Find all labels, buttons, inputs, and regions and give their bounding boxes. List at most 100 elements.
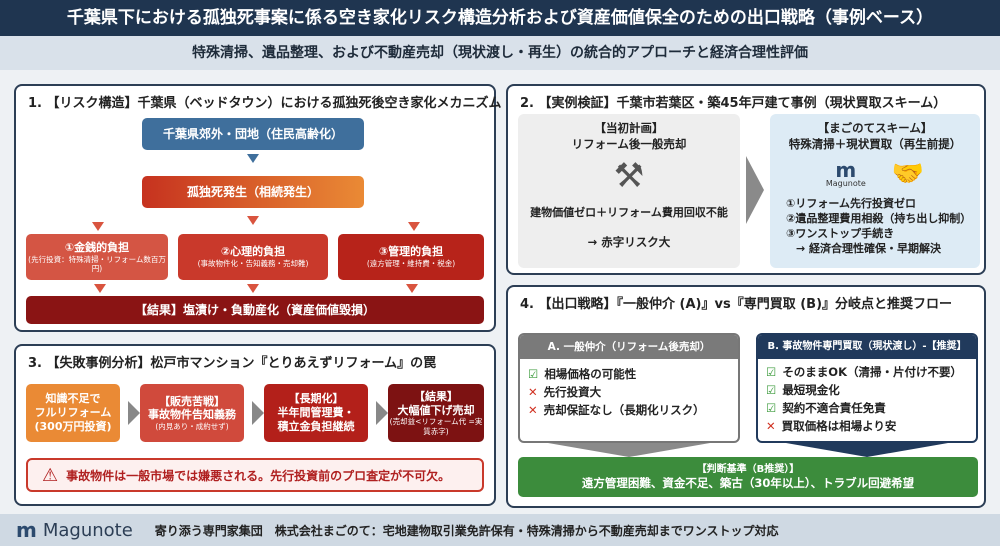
option-item: ✕ 買取価格は相場より安 xyxy=(766,417,968,435)
arrow-down-icon xyxy=(247,154,259,163)
step-box: 【販売苦戦】事故物件告知義務(内見あり・成約せず) xyxy=(140,384,244,442)
arrow-down-icon xyxy=(247,216,259,225)
option-item-text: そのままOK（清掃・片付け不要） xyxy=(782,365,962,379)
suburb-box: 千葉県郊外・団地（住民高齢化） xyxy=(142,118,364,150)
option-item: ☑ 相場価格の可能性 xyxy=(528,365,730,383)
footer-brand: Magunote xyxy=(42,519,133,541)
section-title: 4. 【出口戦略】『一般仲介 (A)』vs『専門買取 (B)』分岐点と推奨フロー xyxy=(520,297,953,312)
arrow-right-icon xyxy=(376,401,388,425)
warning-icon: ⚠ xyxy=(42,464,59,486)
option-a-list: ☑ 相場価格の可能性 ✕ 先行投資大 ✕ 売却保証なし（長期化リスク） xyxy=(520,359,738,425)
section-risk-structure: 1. 【リスク構造】千葉県（ベッドタウン）における孤独死後空き家化メカニズム 千… xyxy=(14,84,502,332)
burden-detail: (遠方管理・維持費・税金) xyxy=(366,259,456,269)
arrow-right-icon xyxy=(128,401,140,425)
option-a-card: A. 一般仲介（リフォーム後売却） ☑ 相場価格の可能性 ✕ 先行投資大 ✕ 売却保証なし… xyxy=(518,333,740,443)
footer: m Magunote 寄り添う専門家集団 株式会社まごのて：宅地建物取引業免許保… xyxy=(0,514,1000,546)
tools-icon: ⚒ xyxy=(613,156,645,196)
step-box: 【長期化】半年間管理費・積立金負担継続 xyxy=(264,384,368,442)
step-box: 【結果】大幅値下げ売却(売却益<リフォーム代 =実質赤字) xyxy=(388,384,484,442)
step-detail: (内見あり・成約せず) xyxy=(155,422,229,432)
criteria-box: 【判断基準（B推奨）】 遠方管理困難、資金不足、築古（30年以上）、トラブル回避… xyxy=(518,457,978,497)
arrow-down-icon xyxy=(94,284,106,293)
card-heading: 【まごのてスキーム】 xyxy=(817,121,933,135)
arrow-down-icon xyxy=(406,284,418,293)
burden-label: ③管理的負担 xyxy=(378,245,444,259)
burden-management: ③管理的負担(遠方管理・維持費・税金) xyxy=(338,234,484,280)
step-line: 大幅値下げ売却 xyxy=(397,403,475,417)
check-icon: ☑ xyxy=(766,401,777,415)
option-title: A. 一般仲介（リフォーム後売却） xyxy=(520,335,738,359)
option-item: ☑ そのままOK（清掃・片付け不要） xyxy=(766,363,968,381)
option-item-text: 買取価格は相場より安 xyxy=(781,419,897,433)
step-line: 事故物件告知義務 xyxy=(148,408,236,422)
section-failure-case: 3. 【失敗事例分析】松戸市マンション『とりあえずリフォーム』の罠 知識不足でフ… xyxy=(14,344,496,506)
section-title: 3. 【失敗事例分析】松戸市マンション『とりあえずリフォーム』の罠 xyxy=(28,356,437,371)
option-title: B. 事故物件専門買取（現状渡し）-【推奨】 xyxy=(758,335,976,359)
option-item: ✕ 売却保証なし（長期化リスク） xyxy=(528,401,730,419)
cross-icon: ✕ xyxy=(766,419,776,433)
arrow-down-icon xyxy=(408,222,420,231)
handshake-icon: 🤝 xyxy=(891,159,925,189)
criteria-title: 【判断基準（B推奨）】 xyxy=(696,463,800,475)
warning-banner: ⚠ 事故物件は一般市場では嫌悪される。先行投資前のプロ査定が不可欠。 xyxy=(26,458,484,492)
footer-text: 寄り添う専門家集団 株式会社まごのて：宅地建物取引業免許保有・特殊清掃から不動産… xyxy=(154,523,779,538)
option-item-text: 売却保証なし（長期化リスク） xyxy=(543,403,705,417)
scheme-point: ②遺品整理費用相殺（持ち出し抑制） xyxy=(786,212,972,225)
option-item-text: 先行投資大 xyxy=(543,385,602,399)
section-title: 2. 【実例検証】千葉市若葉区・築45年戸建て事例（現状買取スキーム） xyxy=(520,96,947,111)
section-title: 1. 【リスク構造】千葉県（ベッドタウン）における孤独死後空き家化メカニズム xyxy=(28,96,502,111)
card-heading: 特殊清掃＋現状買取（再生前提） xyxy=(788,137,962,151)
burden-detail: (事故物件化・告知義務・売却難) xyxy=(197,259,309,269)
check-icon: ☑ xyxy=(766,365,777,379)
card-note: 建物価値ゼロ＋リフォーム費用回収不能 xyxy=(530,206,728,219)
step-line: 半年間管理費・ xyxy=(277,406,355,420)
option-item: ☑ 最短現金化 xyxy=(766,381,968,399)
check-icon: ☑ xyxy=(766,383,777,397)
step-line: 【結果】 xyxy=(414,389,458,403)
burden-psychological: ②心理的負担(事故物件化・告知義務・売却難) xyxy=(178,234,328,280)
criteria-text: 遠方管理困難、資金不足、築古（30年以上）、トラブル回避希望 xyxy=(581,476,915,491)
burden-detail: (先行投資：特殊清掃・リフォーム数百万円) xyxy=(28,254,166,273)
step-line: 【販売苦戦】 xyxy=(159,394,225,408)
option-b-card: B. 事故物件専門買取（現状渡し）-【推奨】 ☑ そのままOK（清掃・片付け不要）… xyxy=(756,333,978,443)
arrow-down-icon xyxy=(548,443,710,457)
arrow-right-icon xyxy=(252,401,264,425)
page-title: 千葉県下における孤独死事案に係る空き家化リスク構造分析および資産価値保全のための… xyxy=(0,0,1000,36)
card-conclusion: → 経済合理性確保・早期解決 xyxy=(796,242,942,255)
check-icon: ☑ xyxy=(528,367,539,381)
magunote-logo-icon: m xyxy=(16,518,37,542)
step-line: (300万円投資) xyxy=(34,419,112,433)
page-subtitle: 特殊清掃、遺品整理、および不動産売却（現状渡し・再生）の統合的アプローチと経済合… xyxy=(0,36,1000,70)
burden-label: ②心理的負担 xyxy=(220,245,286,259)
section-case-study: 2. 【実例検証】千葉市若葉区・築45年戸建て事例（現状買取スキーム） 【当初計… xyxy=(506,84,986,275)
warning-text: 事故物件は一般市場では嫌悪される。先行投資前のプロ査定が不可欠。 xyxy=(66,468,451,483)
step-line: 【長期化】 xyxy=(288,392,344,406)
card-heading: リフォーム後一般売却 xyxy=(571,137,687,151)
scheme-point: ①リフォーム先行投資ゼロ xyxy=(786,197,916,210)
card-heading: 【当初計画】 xyxy=(594,121,664,135)
arrow-down-icon xyxy=(247,284,259,293)
scheme-point: ③ワンストップ手続き xyxy=(786,227,895,240)
option-item-text: 契約不適合責任免責 xyxy=(782,401,886,415)
lonely-death-box: 孤独死発生（相続発生） xyxy=(142,176,364,208)
arrow-down-icon xyxy=(92,222,104,231)
section-exit-strategy: 4. 【出口戦略】『一般仲介 (A)』vs『専門買取 (B)』分岐点と推奨フロー… xyxy=(506,285,986,508)
cross-icon: ✕ xyxy=(528,403,538,417)
step-line: フルリフォーム xyxy=(34,406,112,420)
step-line: 知識不足で xyxy=(45,392,101,406)
arrow-down-icon xyxy=(786,443,948,457)
arrow-right-icon xyxy=(746,156,764,224)
card-conclusion: → 赤字リスク大 xyxy=(587,235,671,249)
logo-text: Magunote xyxy=(825,179,866,188)
result-box: 【結果】塩漬け・負動産化（資産価値毀損） xyxy=(26,296,484,324)
option-b-list: ☑ そのままOK（清掃・片付け不要） ☑ 最短現金化 ☑ 契約不適合責任免責 ✕ 買取価格は相… xyxy=(758,359,976,439)
option-item: ☑ 契約不適合責任免責 xyxy=(766,399,968,417)
option-item-text: 相場価格の可能性 xyxy=(544,367,637,381)
step-line: 積立金負担継続 xyxy=(277,419,355,433)
cross-icon: ✕ xyxy=(528,385,538,399)
option-item-text: 最短現金化 xyxy=(782,383,840,397)
burden-financial: ①金銭的負担(先行投資：特殊清掃・リフォーム数百万円) xyxy=(26,234,168,280)
option-item: ✕ 先行投資大 xyxy=(528,383,730,401)
